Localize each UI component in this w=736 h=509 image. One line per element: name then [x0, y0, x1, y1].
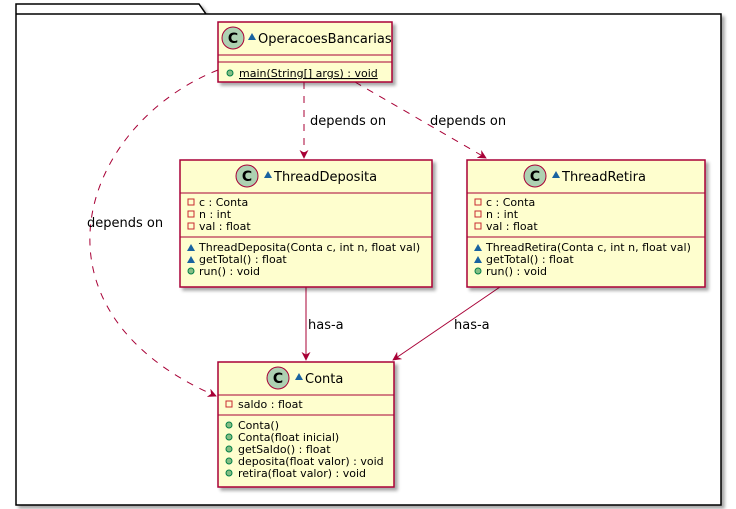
method-run: run() : void	[199, 265, 260, 278]
method-conta: Conta()	[238, 419, 279, 432]
field-n: n : int	[486, 208, 519, 221]
class-letter: C	[530, 169, 540, 185]
visibility-public-icon	[187, 267, 195, 275]
visibility-public-icon	[225, 433, 233, 441]
class-name: OperacoesBancarias	[258, 32, 392, 47]
visibility-package-icon	[295, 373, 303, 380]
class-conta[interactable]: C Conta saldo : float Conta() Conta(floa…	[217, 361, 395, 488]
visibility-public-icon	[225, 445, 233, 453]
class-circle-icon	[221, 26, 245, 50]
visibility-private-icon	[474, 222, 482, 230]
edge-label-has-a-retira: has-a	[454, 318, 490, 333]
method-run: run() : void	[486, 265, 547, 278]
visibility-private-icon	[187, 222, 195, 230]
class-circle-icon	[235, 164, 259, 188]
visibility-private-icon	[225, 400, 233, 408]
visibility-private-icon	[474, 210, 482, 218]
class-letter: C	[242, 169, 252, 185]
edge-label-depends-on-deposita: depends on	[310, 114, 386, 129]
field-c: c : Conta	[199, 196, 248, 209]
class-letter: C	[228, 31, 238, 47]
edge-label-depends-on-conta: depends on	[87, 216, 163, 231]
class-threadretira[interactable]: C ThreadRetira c : Conta n : int val : f…	[466, 159, 706, 288]
class-threaddeposita[interactable]: C ThreadDeposita c : Conta n : int val :…	[179, 159, 433, 288]
field-n: n : int	[199, 208, 232, 221]
visibility-public-icon	[226, 69, 234, 77]
method-conta-inicial: Conta(float inicial)	[238, 431, 339, 444]
edges: depends on depends on depends on has-a h…	[87, 69, 506, 397]
method-gettotal: getTotal() : float	[486, 253, 574, 266]
visibility-package-icon	[474, 244, 482, 251]
class-name: ThreadDeposita	[273, 170, 377, 185]
class-circle-icon	[523, 164, 547, 188]
class-letter: C	[273, 371, 283, 387]
visibility-package-icon	[248, 33, 256, 40]
field-val: val : float	[486, 220, 538, 233]
edge-operacoes-to-conta	[89, 69, 219, 397]
visibility-public-icon	[225, 469, 233, 477]
field-c: c : Conta	[486, 196, 535, 209]
visibility-package-icon	[552, 171, 560, 178]
class-name: Conta	[305, 372, 343, 387]
method-constructor: ThreadDeposita(Conta c, int n, float val…	[198, 241, 420, 254]
class-name: ThreadRetira	[561, 170, 646, 185]
field-val: val : float	[199, 220, 251, 233]
visibility-public-icon	[225, 421, 233, 429]
visibility-public-icon	[474, 267, 482, 275]
method-main: main(String[] args) : void	[239, 67, 378, 80]
field-saldo: saldo : float	[238, 398, 303, 411]
edge-label-has-a-deposita: has-a	[308, 318, 344, 333]
method-constructor: ThreadRetira(Conta c, int n, float val)	[485, 241, 691, 254]
method-deposita: deposita(float valor) : void	[238, 455, 384, 468]
visibility-package-icon	[187, 256, 195, 263]
visibility-package-icon	[264, 171, 272, 178]
class-circle-icon	[266, 366, 290, 390]
visibility-package-icon	[474, 256, 482, 263]
edge-operacoes-to-threadretira	[354, 81, 487, 159]
method-gettotal: getTotal() : float	[199, 253, 287, 266]
method-getsaldo: getSaldo() : float	[238, 443, 331, 456]
visibility-package-icon	[187, 244, 195, 251]
visibility-private-icon	[474, 198, 482, 206]
visibility-private-icon	[187, 198, 195, 206]
visibility-public-icon	[225, 457, 233, 465]
class-operacoesbancarias[interactable]: C OperacoesBancarias main(String[] args)…	[217, 21, 393, 83]
visibility-private-icon	[187, 210, 195, 218]
edge-threadretira-to-conta	[392, 286, 501, 361]
edge-label-depends-on-retira: depends on	[430, 114, 506, 129]
method-retira: retira(float valor) : void	[238, 467, 366, 480]
